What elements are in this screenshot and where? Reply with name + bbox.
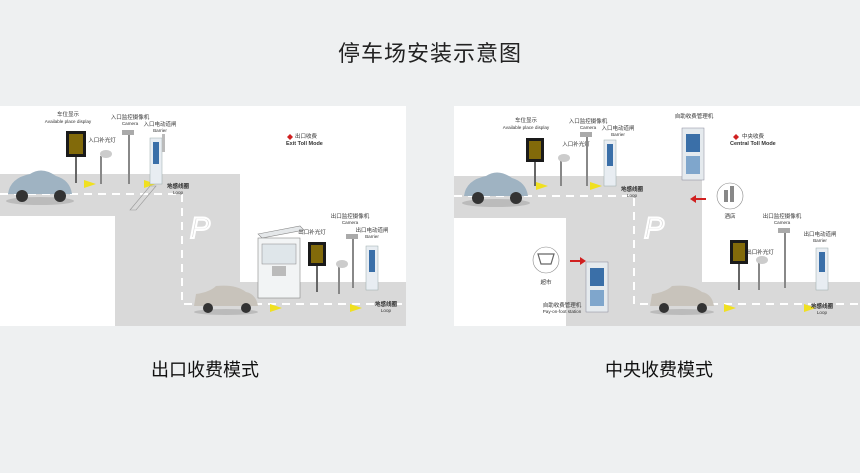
place-display-label-en: Available place display — [45, 119, 92, 124]
exit-camera-label-en: Camera — [342, 220, 359, 225]
entry-barrier-label-en: Barrier — [611, 132, 625, 137]
exit-camera-label: 出口监控摄像机 — [331, 212, 370, 220]
exit-camera-label-en: Camera — [774, 220, 791, 225]
place-display-label-en: Available place display — [503, 125, 550, 130]
pay-station-label: 自助收费管理机 — [543, 301, 582, 309]
entry-barrier — [603, 139, 617, 187]
exit-barrier-label: 出口电动道闸 — [803, 230, 836, 238]
exit-camera — [346, 234, 358, 288]
hotel-label: 酒店 — [724, 212, 736, 220]
exit-loop-label: 地感线圈 — [811, 302, 834, 310]
entry-camera-label: 入口监控摄像机 — [111, 113, 150, 121]
exit-barrier-label-en: Barrier — [813, 238, 827, 243]
exit-car — [650, 285, 714, 315]
entry-camera — [580, 132, 592, 186]
entry-camera-label: 入口监控摄像机 — [569, 117, 608, 125]
exit-barrier — [815, 247, 829, 291]
exit-toll-diagram: P 车位显示 Available place display 入口补光灯 入口监… — [0, 106, 406, 326]
supermarket-icon — [532, 246, 586, 274]
lane-markings — [454, 195, 860, 305]
entry-camera-label-en: Camera — [580, 125, 597, 130]
pay-station-label-en: Pay-on-foot station — [543, 309, 582, 314]
exit-mode-caption: 出口收费模式 — [151, 360, 259, 381]
toll-label: 出口收费 — [295, 132, 318, 140]
place-display-label: 车位显示 — [57, 110, 80, 118]
entry-loop-label: 地感线圈 — [621, 185, 644, 193]
entry-barrier-label: 入口电动道闸 — [143, 120, 176, 128]
exit-camera — [778, 228, 790, 288]
entry-car — [462, 172, 530, 207]
exit-fill-light — [756, 256, 768, 290]
pay-station-top — [681, 127, 705, 181]
entry-barrier-label: 入口电动道闸 — [601, 124, 634, 132]
exit-display — [730, 240, 748, 290]
entry-light-label: 入口补光灯 — [88, 136, 116, 144]
place-display — [526, 138, 544, 186]
entry-loop — [129, 185, 157, 211]
toll-marker — [733, 134, 739, 140]
toll-label-en: Exit Toll Mode — [286, 141, 323, 147]
exit-barrier-label: 出口电动道闸 — [355, 226, 388, 234]
central-toll-diagram: P 车位显示 Available place display 入口补光灯 入口监… — [454, 106, 860, 326]
central-mode-caption: 中央收费模式 — [605, 360, 713, 381]
exit-barrier-label-en: Barrier — [365, 234, 379, 239]
exit-display — [308, 242, 326, 292]
exit-loop-label: 地感线圈 — [375, 300, 398, 308]
entry-fill-light — [100, 150, 112, 184]
toll-marker — [287, 134, 293, 140]
hotel-icon — [690, 182, 744, 210]
exit-camera-label: 出口监控摄像机 — [763, 212, 802, 220]
entry-fill-light — [558, 154, 570, 186]
exit-car — [194, 285, 258, 315]
pay-station-top-label: 自助收费管理机 — [675, 112, 714, 120]
entry-camera-label-en: Camera — [122, 121, 139, 126]
entry-loop-label-en: Loop — [173, 190, 184, 195]
place-display-label: 车位显示 — [515, 116, 538, 124]
entry-loop-label: 地感线圈 — [167, 182, 190, 190]
exit-fill-light — [336, 260, 348, 294]
parking-symbol: P — [644, 212, 664, 245]
entry-barrier — [149, 134, 165, 185]
page-title: 停车场安装示意图 — [337, 42, 522, 67]
exit-light-label: 出口补光灯 — [298, 228, 326, 236]
exit-loop-label-en: Loop — [381, 308, 392, 313]
exit-light-label: 出口补光灯 — [746, 248, 774, 256]
direction-arrows — [84, 180, 362, 312]
toll-booth — [257, 225, 305, 299]
exit-loop-label-en: Loop — [817, 310, 828, 315]
entry-loop-label-en: Loop — [627, 193, 638, 198]
pay-station-bottom — [585, 261, 609, 313]
entry-car — [6, 170, 74, 205]
entry-camera — [122, 130, 134, 184]
entry-barrier-label-en: Barrier — [153, 128, 167, 133]
lane-markings — [0, 193, 406, 305]
supermarket-label: 超市 — [540, 278, 552, 286]
parking-symbol: P — [190, 212, 210, 245]
entry-light-label: 入口补光灯 — [562, 140, 590, 148]
toll-label: 中央收费 — [742, 132, 765, 140]
exit-barrier — [365, 245, 379, 291]
place-display — [66, 131, 86, 183]
direction-arrows — [536, 182, 816, 312]
toll-label-en: Central Toll Mode — [730, 141, 776, 147]
